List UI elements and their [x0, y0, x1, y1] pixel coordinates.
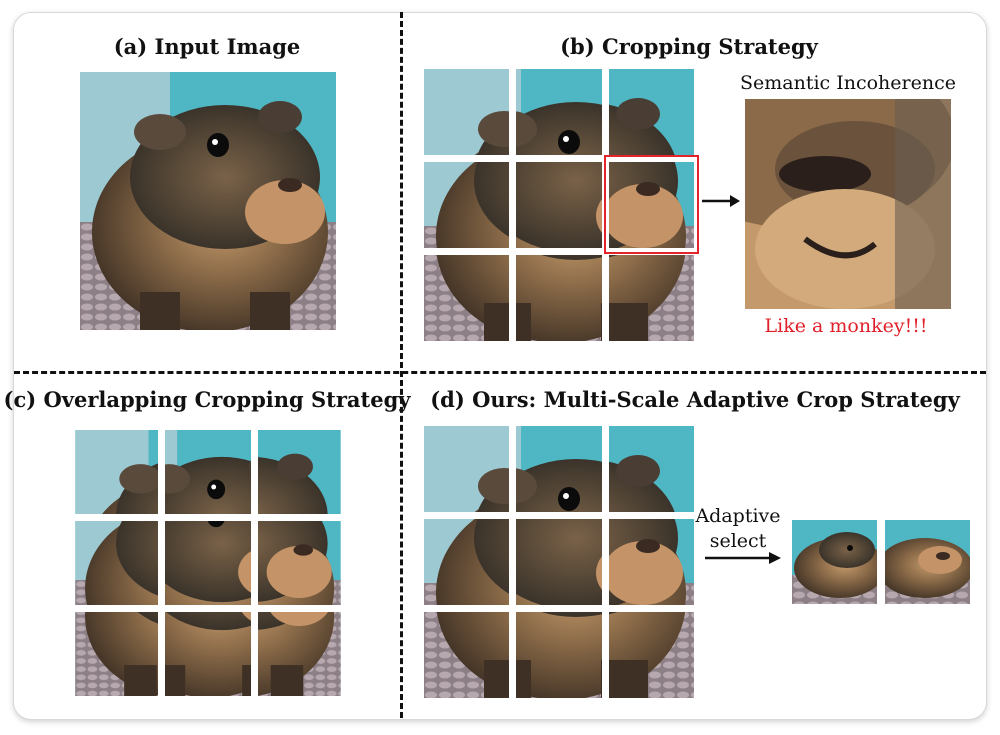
- select-label: select: [709, 530, 767, 552]
- adaptive-crop-left: [792, 520, 877, 604]
- ours-crop-tile: [516, 426, 602, 512]
- highlight-box: [604, 155, 699, 254]
- adaptive-crop-right: [885, 520, 970, 604]
- overlap-crop-tile: [72, 521, 158, 605]
- input-image: [80, 72, 336, 330]
- ours-crop-tile: [609, 426, 695, 512]
- horizontal-divider: [14, 371, 986, 374]
- crop-tile: [609, 255, 695, 341]
- crop-tile: [423, 162, 509, 248]
- crop-tile: [516, 69, 602, 155]
- crop-tile: [516, 162, 602, 248]
- overlap-crop-tile: [72, 430, 158, 514]
- ours-crop-tile: [423, 426, 509, 512]
- ours-crop-tile: [516, 519, 602, 605]
- semantic-incoherence-label: Semantic Incoherence: [740, 72, 956, 94]
- vertical-divider: [400, 12, 403, 718]
- overlap-crop-tile: [165, 612, 251, 696]
- ours-crop-tile: [516, 612, 602, 698]
- crop-tile: [516, 255, 602, 341]
- adaptive-label: Adaptive: [695, 505, 781, 527]
- overlap-crop-tile: [72, 612, 158, 696]
- zoomed-crop-image: [745, 99, 951, 309]
- ours-crop-tile: [423, 519, 509, 605]
- ours-crop-tile: [609, 612, 695, 698]
- adaptive-select-arrow-icon: [705, 552, 781, 564]
- overlap-crop-tile: [258, 612, 344, 696]
- like-a-monkey-label: Like a monkey!!!: [764, 315, 928, 337]
- panel-c-title: (c) Overlapping Cropping Strategy: [3, 387, 411, 412]
- overlap-crop-tile: [165, 430, 251, 514]
- crop-tile: [423, 255, 509, 341]
- panel-a-title: (a) Input Image: [113, 34, 301, 59]
- ours-crop-tile: [609, 519, 695, 605]
- overlap-crop-tile: [165, 521, 251, 605]
- panel-b-title: (b) Cropping Strategy: [560, 34, 818, 59]
- crop-tile: [423, 69, 509, 155]
- ours-crop-tile: [423, 612, 509, 698]
- overlap-crop-tile: [258, 521, 344, 605]
- overlap-crop-tile: [258, 430, 344, 514]
- crop-tile: [609, 69, 695, 155]
- right-arrow-icon: [702, 195, 740, 207]
- panel-d-title: (d) Ours: Multi-Scale Adaptive Crop Stra…: [430, 387, 960, 412]
